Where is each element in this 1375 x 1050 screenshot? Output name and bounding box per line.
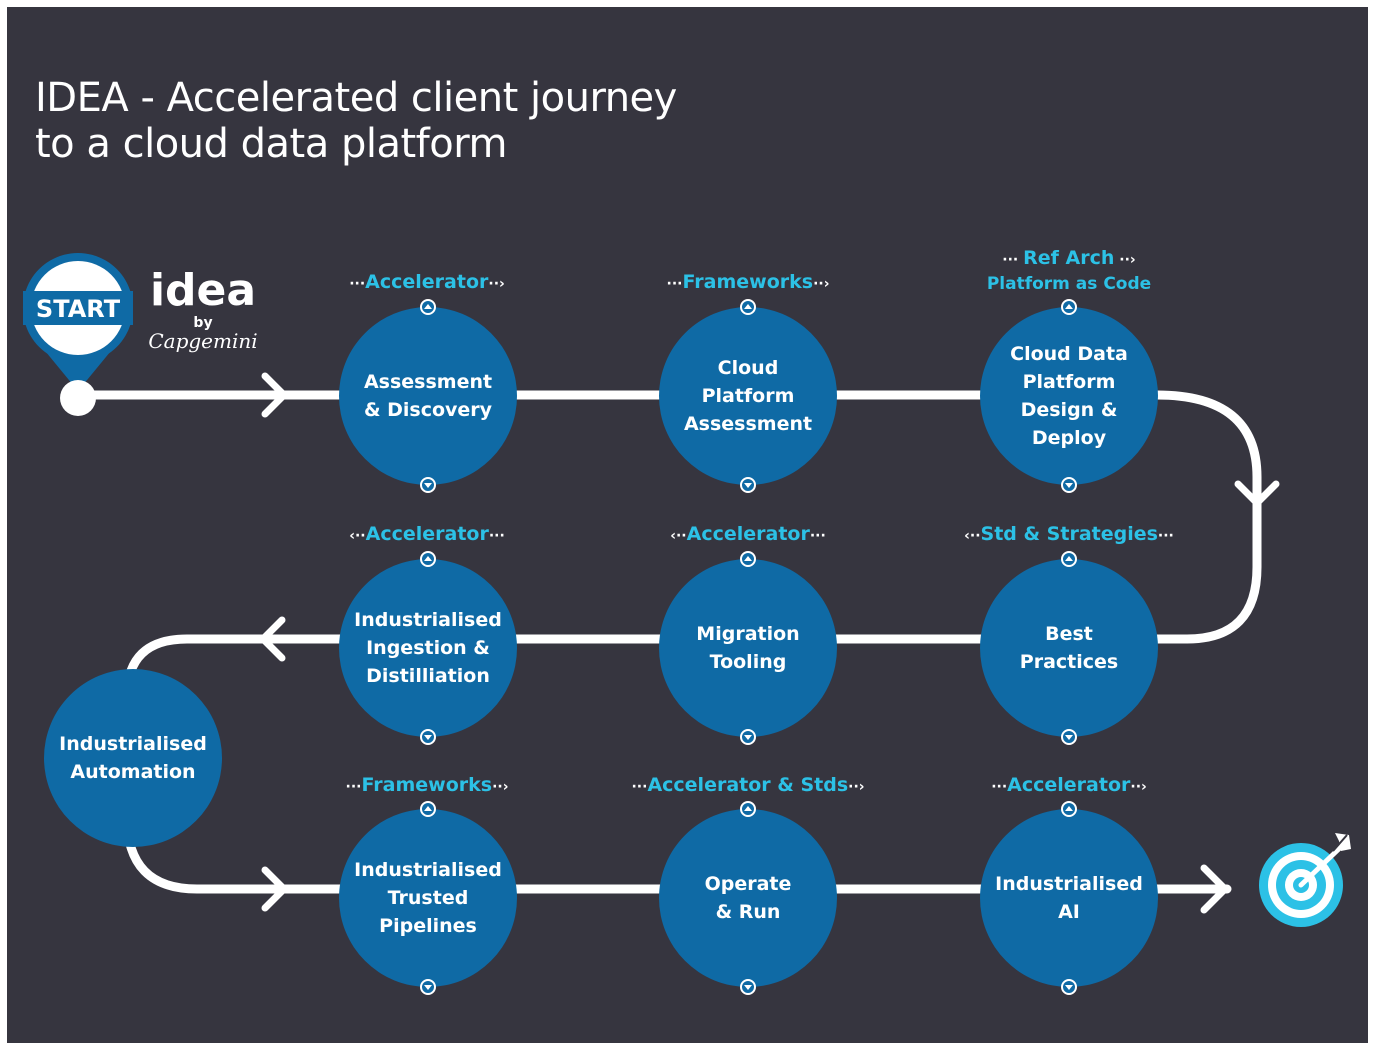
node-label: Best Practices: [1019, 623, 1119, 673]
node-best-practices[interactable]: Best Practices: [980, 559, 1158, 737]
chevron-up-icon[interactable]: [740, 801, 756, 817]
start-marker: START: [21, 251, 135, 425]
chevron-up-icon[interactable]: [420, 801, 436, 817]
chevron-down-icon[interactable]: [420, 477, 436, 493]
node-label: Cloud Data Platform Design & Deploy: [1010, 343, 1128, 449]
node-label: Migration Tooling: [696, 623, 800, 673]
node-cloud-data-platform[interactable]: Cloud Data Platform Design & Deploy: [980, 307, 1158, 485]
target-icon: [1255, 829, 1360, 938]
chevron-down-icon[interactable]: [1061, 979, 1077, 995]
page-title: IDEA - Accelerated client journey to a c…: [35, 75, 677, 167]
chevron-up-icon[interactable]: [740, 551, 756, 567]
chevron-down-icon[interactable]: [740, 477, 756, 493]
chevron-down-icon[interactable]: [740, 979, 756, 995]
chevron-down-icon[interactable]: [420, 979, 436, 995]
arrow-chevron-icon: [1200, 864, 1229, 914]
node-industrialised-automation[interactable]: Industrialised Automation: [44, 669, 222, 847]
chevron-down-icon[interactable]: [1061, 729, 1077, 745]
chevron-down-icon[interactable]: [420, 729, 436, 745]
slide: IDEA - Accelerated client journey to a c…: [7, 7, 1368, 1043]
node-tag: ···Accelerator··›: [349, 271, 505, 293]
node-tag: ‹··Accelerator···: [670, 523, 826, 545]
node-label: Operate & Run: [704, 873, 792, 923]
node-cloud-platform-assessment[interactable]: Cloud Platform Assessment: [659, 307, 837, 485]
node-migration-tooling[interactable]: Migration Tooling: [659, 559, 837, 737]
node-tag: ···Accelerator··›: [991, 774, 1147, 796]
chevron-up-icon[interactable]: [420, 299, 436, 315]
node-label: Industrialised Ingestion & Distilliation: [354, 609, 502, 687]
start-label: START: [35, 295, 121, 323]
node-label: Industrialised Automation: [59, 733, 207, 783]
arrow-chevron-icon: [259, 616, 286, 662]
node-label: Industrialised AI: [995, 873, 1143, 923]
arrow-chevron-icon: [261, 372, 288, 418]
node-tag: ‹··Std & Strategies···: [964, 523, 1174, 545]
chevron-up-icon[interactable]: [740, 299, 756, 315]
journey-path: [72, 372, 1280, 914]
title-line-2: to a cloud data platform: [35, 121, 507, 167]
node-ingestion-distilliation[interactable]: Industrialised Ingestion & Distilliation: [339, 559, 517, 737]
chevron-up-icon[interactable]: [1061, 551, 1077, 567]
node-assessment-discovery[interactable]: Assessment & Discovery: [339, 307, 517, 485]
node-industrialised-ai[interactable]: Industrialised AI: [980, 809, 1158, 987]
chevron-up-icon[interactable]: [1061, 801, 1077, 817]
chevron-down-icon[interactable]: [740, 729, 756, 745]
map-pin-icon: [22, 253, 133, 416]
brand-logo: idea by Capgemini: [135, 265, 271, 354]
title-line-1: IDEA - Accelerated client journey: [35, 75, 677, 121]
arrow-chevron-icon: [261, 866, 288, 912]
chevron-up-icon[interactable]: [1061, 299, 1077, 315]
node-tag: ···Frameworks··›: [345, 774, 509, 796]
chevron-up-icon[interactable]: [420, 551, 436, 567]
node-subtag: Platform as Code: [986, 274, 1152, 294]
journey-line: [72, 390, 1262, 894]
chevron-down-icon[interactable]: [1061, 477, 1077, 493]
node-label: Cloud Platform Assessment: [683, 357, 813, 435]
node-label: Assessment & Discovery: [363, 371, 493, 421]
node-tag: ··· Ref Arch ··›: [1002, 247, 1136, 269]
node-tag: ‹··Accelerator···: [349, 523, 505, 545]
brand-name: idea: [149, 265, 257, 316]
node-trusted-pipelines[interactable]: Industrialised Trusted Pipelines: [339, 809, 517, 987]
arrow-chevron-icon: [1234, 480, 1280, 507]
node-tag: ···Accelerator & Stds··›: [631, 774, 865, 796]
node-tag: ···Frameworks··›: [666, 271, 830, 293]
brand-company: Capgemini: [148, 329, 258, 353]
brand-by: by: [193, 315, 213, 331]
node-label: Industrialised Trusted Pipelines: [354, 859, 502, 937]
node-operate-run[interactable]: Operate & Run: [659, 809, 837, 987]
